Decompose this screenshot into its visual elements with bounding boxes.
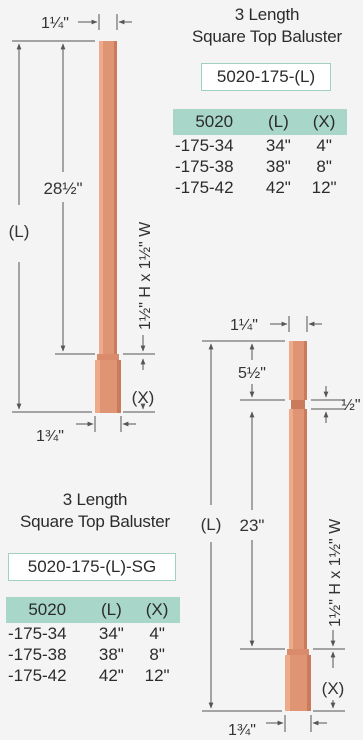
table-cell: 42" [265,178,291,197]
table-header-cell: (L) [88,597,135,623]
table-header-cell: (X) [301,109,347,135]
baluster-bottom-height-23-label: 23" [240,516,265,535]
baluster-top-part-number: 5020-175-(L) [201,63,331,91]
table-header-cell: 5020 [173,109,256,135]
baluster-top-length-label: (L) [9,222,30,241]
table-cell: 34" [98,624,124,643]
baluster-top-title: 3 Length Square Top Baluster [176,4,358,48]
table-cell: 4" [316,136,332,155]
table-row: -175-38 38" 8" [6,644,180,665]
table-header-row: 5020 (L) (X) [6,597,180,623]
table-cell: -175-42 [175,178,234,197]
baluster-bottom-groove-width-label: ½" [341,397,360,414]
table-row: -175-34 34" 4" [173,135,347,156]
baluster-top-block-shadow [117,360,121,413]
baluster-top-bottom-width-label: 1¾" [36,428,64,445]
table-header-cell: (X) [134,597,180,623]
baluster-bottom-title-line1: 3 Length [62,490,128,509]
table-header-row: 5020 (L) (X) [173,109,347,135]
baluster-bottom-top-shadow [304,341,307,400]
table-cell: -175-42 [8,666,67,685]
table-row: -175-42 42" 12" [6,665,180,686]
table-cell: -175-34 [8,624,67,643]
table-cell: 12" [144,666,170,685]
baluster-bottom-chamfer [287,649,309,655]
table-row: -175-42 42" 12" [173,177,347,198]
table-cell: 4" [149,624,165,643]
baluster-bottom-title: 3 Length Square Top Baluster [4,489,186,533]
baluster-top-height-28-label: 28½" [43,179,82,198]
baluster-bottom-groove-offset-label: 5½" [238,365,266,382]
baluster-bottom-block-shadow [307,655,311,711]
baluster-bottom-block-height-label: (X) [322,679,345,698]
baluster-top-block-size-label: 1½" H x 1½" W [137,221,154,330]
baluster-bottom-shaft [289,409,307,649]
table-cell: 38" [265,157,291,176]
baluster-bottom-spec-table: 5020 (L) (X) -175-34 34" 4" -175-38 38" … [6,597,180,686]
baluster-bottom-top-section [289,341,307,400]
table-row: -175-38 38" 8" [173,156,347,177]
baluster-bottom-block-highlight [285,655,290,711]
baluster-bottom-figure [285,341,311,711]
baluster-top-shaft [99,41,117,354]
baluster-top-spec-table: 5020 (L) (X) -175-34 34" 4" -175-38 38" … [173,109,347,198]
table-cell: 8" [316,157,332,176]
baluster-top-shaft-highlight [99,41,103,354]
baluster-top-top-width-label: 1¼" [41,15,69,32]
table-cell: -175-34 [175,136,234,155]
baluster-bottom-title-line2: Square Top Baluster [20,512,170,531]
baluster-bottom-block-size-label: 1½" H x 1½" W [327,518,344,627]
baluster-bottom-groove [291,400,305,409]
baluster-top-block-highlight [95,360,100,413]
table-cell: -175-38 [8,645,67,664]
baluster-bottom-dimension-lines [202,316,345,732]
baluster-top-block-height-label: (X) [132,388,155,407]
table-cell: 38" [98,645,124,664]
table-cell: 12" [311,178,337,197]
baluster-bottom-part-number: 5020-175-(L)-SG [8,553,176,581]
baluster-bottom-length-label: (L) [201,515,222,534]
baluster-bottom-top-width-label: 1¼" [230,317,258,334]
baluster-top-figure [95,41,121,413]
baluster-bottom-top-highlight [289,341,293,400]
baluster-bottom-shaft-shadow [304,409,307,649]
baluster-top-dimension-lines [12,14,155,432]
table-header-cell: 5020 [6,597,89,623]
baluster-bottom-shaft-highlight [289,409,293,649]
table-row: -175-34 34" 4" [6,623,180,644]
baluster-top-chamfer [97,354,119,360]
baluster-top-shaft-shadow [114,41,117,354]
baluster-bottom-bottom-width-label: 1¾" [228,722,256,739]
table-cell: -175-38 [175,157,234,176]
baluster-top-title-line2: Square Top Baluster [192,27,342,46]
table-header-cell: (L) [255,109,302,135]
baluster-top-title-line1: 3 Length [234,5,300,24]
table-cell: 8" [149,645,165,664]
table-cell: 42" [98,666,124,685]
table-cell: 34" [265,136,291,155]
